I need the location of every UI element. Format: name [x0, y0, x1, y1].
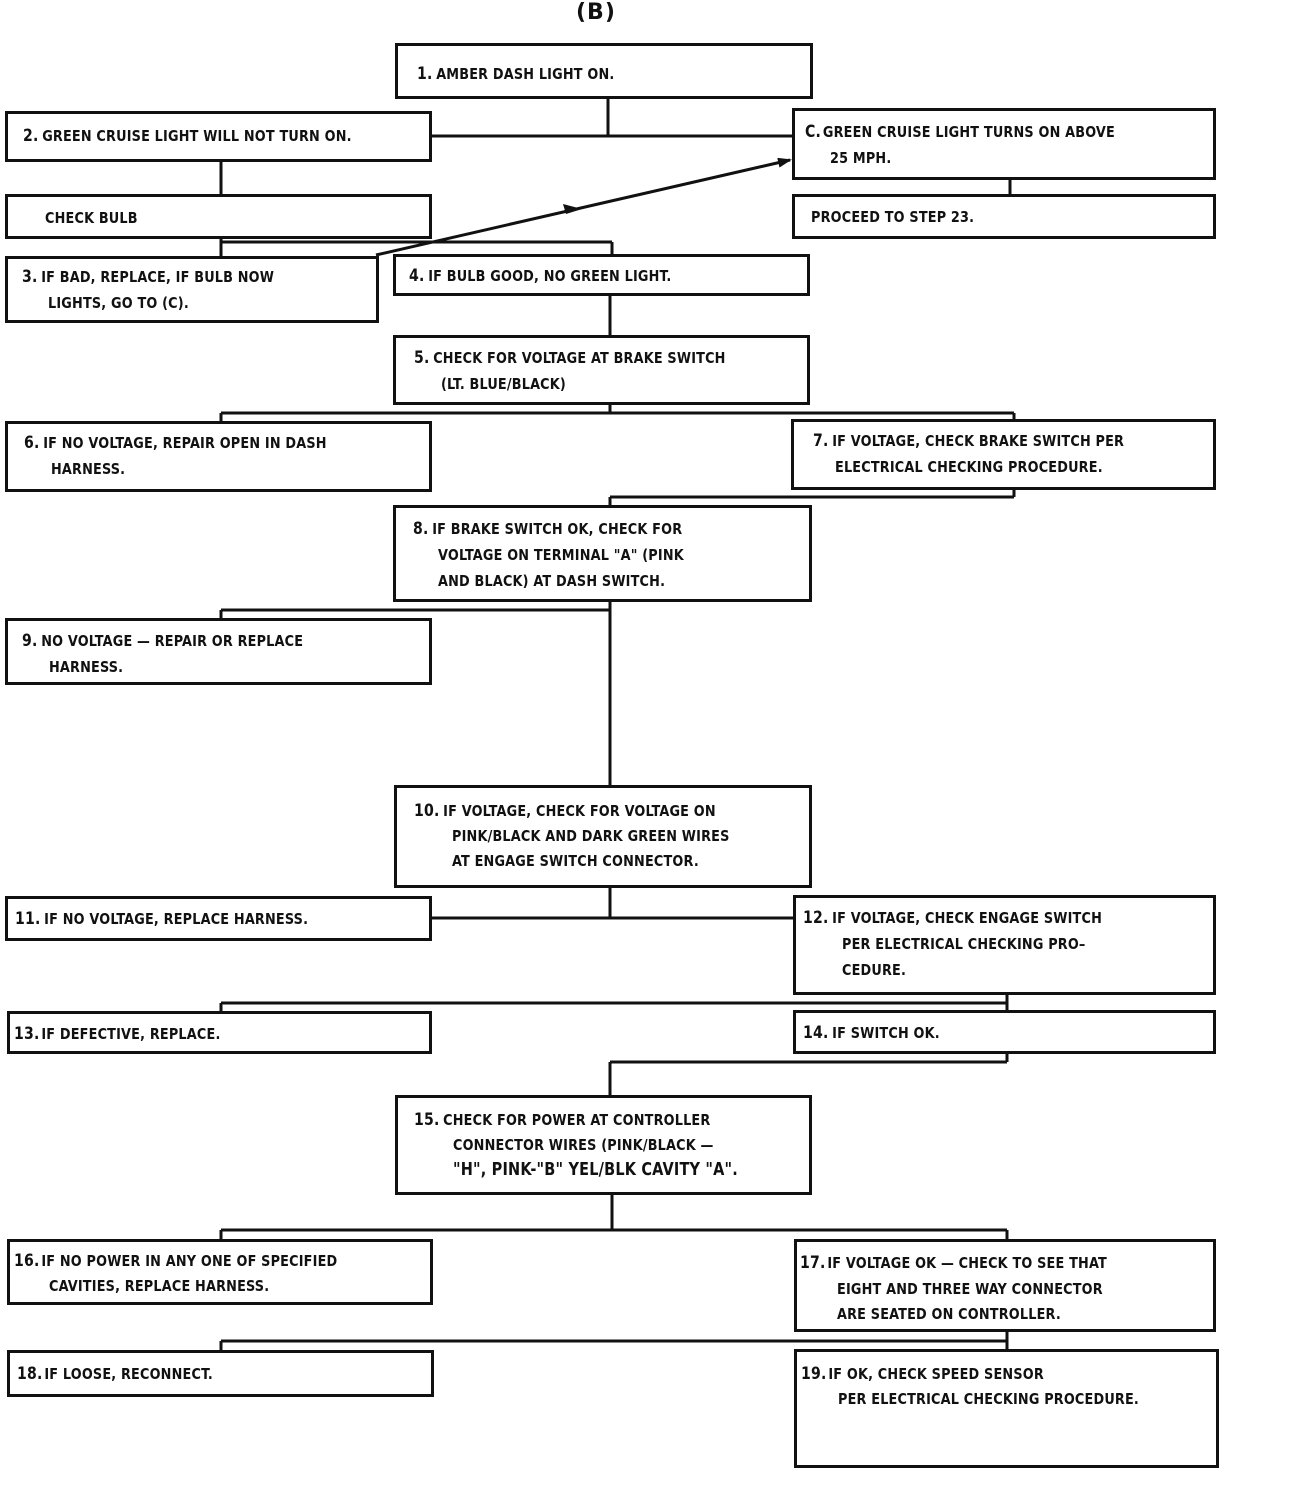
step-12-text-3: CEDURE.	[842, 961, 907, 979]
step-10-text-2: PINK/BLACK AND DARK GREEN WIRES	[452, 827, 730, 845]
step-19-box: 19.IF OK, CHECK SPEED SENSOR PER ELECTRI…	[794, 1349, 1219, 1468]
step-16-text-1: IF NO POWER IN ANY ONE OF SPECIFIED	[41, 1252, 338, 1270]
step-10-text-3: AT ENGAGE SWITCH CONNECTOR.	[452, 852, 699, 870]
step-7-text-2: ELECTRICAL CHECKING PROCEDURE.	[835, 458, 1103, 476]
step-11-text: IF NO VOLTAGE, REPLACE HARNESS.	[44, 910, 309, 928]
step-9-text-1: NO VOLTAGE — REPAIR OR REPLACE	[41, 632, 304, 650]
step-6-box: 6.IF NO VOLTAGE, REPAIR OPEN IN DASH HAR…	[5, 421, 432, 492]
step-number: 17.	[800, 1253, 826, 1273]
step-number: 9.	[22, 631, 38, 651]
step-9-box: 9.NO VOLTAGE — REPAIR OR REPLACE HARNESS…	[5, 618, 432, 685]
step-19-text-2: PER ELECTRICAL CHECKING PROCEDURE.	[838, 1390, 1139, 1408]
step-number: 8.	[413, 519, 429, 539]
step-12-box: 12.IF VOLTAGE, CHECK ENGAGE SWITCH PER E…	[793, 895, 1216, 995]
step-10-text-1: IF VOLTAGE, CHECK FOR VOLTAGE ON	[443, 802, 716, 820]
step-3-text-1: IF BAD, REPLACE, IF BULB NOW	[41, 268, 275, 286]
step-number: 19.	[801, 1364, 827, 1384]
step-12-text-2: PER ELECTRICAL CHECKING PRO–	[842, 935, 1086, 953]
step-number: 12.	[803, 908, 829, 928]
arrow-to-c	[375, 157, 792, 257]
step-number: 4.	[409, 266, 425, 286]
step-number: 2.	[23, 126, 39, 146]
step-number: 16.	[14, 1251, 40, 1271]
proceed-text: PROCEED TO STEP 23.	[811, 208, 975, 226]
step-number: 18.	[17, 1364, 43, 1384]
step-7-text-1: IF VOLTAGE, CHECK BRAKE SWITCH PER	[832, 432, 1125, 450]
step-8-text-3: AND BLACK) AT DASH SWITCH.	[438, 572, 666, 590]
step-8-text-1: IF BRAKE SWITCH OK, CHECK FOR	[432, 520, 683, 538]
step-1-text: AMBER DASH LIGHT ON.	[436, 65, 615, 83]
step-13-box: 13.IF DEFECTIVE, REPLACE.	[7, 1011, 432, 1054]
step-c-text-2: 25 MPH.	[830, 149, 892, 167]
step-17-text-3: ARE SEATED ON CONTROLLER.	[837, 1305, 1061, 1323]
step-18-box: 18.IF LOOSE, RECONNECT.	[7, 1350, 434, 1397]
step-6-text-1: IF NO VOLTAGE, REPAIR OPEN IN DASH	[43, 434, 327, 452]
step-15-text-2: CONNECTOR WIRES (PINK/BLACK —	[453, 1136, 714, 1154]
step-number: 6.	[24, 433, 40, 453]
step-2-text: GREEN CRUISE LIGHT WILL NOT TURN ON.	[42, 127, 352, 145]
step-16-text-2: CAVITIES, REPLACE HARNESS.	[49, 1277, 270, 1295]
diagram-title: (B)	[576, 0, 616, 25]
step-17-text-1: IF VOLTAGE OK — CHECK TO SEE THAT	[827, 1254, 1107, 1272]
step-4-box: 4.IF BULB GOOD, NO GREEN LIGHT.	[393, 254, 810, 296]
step-15-text-1: CHECK FOR POWER AT CONTROLLER	[443, 1111, 711, 1129]
step-9-text-2: HARNESS.	[49, 658, 124, 676]
step-5-text-1: CHECK FOR VOLTAGE AT BRAKE SWITCH	[433, 349, 726, 367]
step-10-box: 10.IF VOLTAGE, CHECK FOR VOLTAGE ON PINK…	[394, 785, 812, 888]
step-13-text: IF DEFECTIVE, REPLACE.	[41, 1025, 221, 1043]
step-7-box: 7.IF VOLTAGE, CHECK BRAKE SWITCH PER ELE…	[791, 419, 1216, 490]
step-14-box: 14.IF SWITCH OK.	[793, 1010, 1216, 1054]
step-16-box: 16.IF NO POWER IN ANY ONE OF SPECIFIED C…	[7, 1239, 433, 1305]
step-17-box: 17.IF VOLTAGE OK — CHECK TO SEE THAT EIG…	[794, 1239, 1216, 1332]
step-number: 10.	[414, 801, 440, 821]
check-bulb-text: CHECK BULB	[45, 209, 138, 227]
step-number: C.	[805, 122, 822, 142]
step-4-text: IF BULB GOOD, NO GREEN LIGHT.	[428, 267, 672, 285]
step-number: 7.	[813, 431, 829, 451]
proceed-box: PROCEED TO STEP 23.	[792, 194, 1216, 239]
step-2-box: 2.GREEN CRUISE LIGHT WILL NOT TURN ON.	[5, 111, 432, 162]
step-15-box: 15.CHECK FOR POWER AT CONTROLLER CONNECT…	[395, 1095, 812, 1195]
step-12-text-1: IF VOLTAGE, CHECK ENGAGE SWITCH	[832, 909, 1102, 927]
check-bulb-box: CHECK BULB	[5, 194, 432, 239]
step-19-text-1: IF OK, CHECK SPEED SENSOR	[828, 1365, 1044, 1383]
step-3-box: 3.IF BAD, REPLACE, IF BULB NOW LIGHTS, G…	[5, 256, 379, 323]
step-1-box: 1.AMBER DASH LIGHT ON.	[395, 43, 813, 99]
step-17-text-2: EIGHT AND THREE WAY CONNECTOR	[837, 1280, 1103, 1298]
step-18-text: IF LOOSE, RECONNECT.	[44, 1365, 213, 1383]
step-14-text: IF SWITCH OK.	[832, 1024, 940, 1042]
step-15-text-3: "H", PINK-"B" YEL/BLK CAVITY "A".	[453, 1160, 738, 1180]
step-number: 14.	[803, 1023, 829, 1043]
step-8-text-2: VOLTAGE ON TERMINAL "A" (PINK	[438, 546, 684, 564]
mid-arrowhead	[563, 204, 582, 214]
step-5-box: 5.CHECK FOR VOLTAGE AT BRAKE SWITCH (LT.…	[393, 335, 810, 405]
step-number: 1.	[417, 64, 433, 84]
step-number: 11.	[15, 909, 41, 929]
step-6-text-2: HARNESS.	[51, 460, 126, 478]
step-number: 3.	[22, 267, 38, 287]
step-8-box: 8.IF BRAKE SWITCH OK, CHECK FOR VOLTAGE …	[393, 505, 812, 602]
step-11-box: 11.IF NO VOLTAGE, REPLACE HARNESS.	[5, 896, 432, 941]
step-c-text-1: GREEN CRUISE LIGHT TURNS ON ABOVE	[822, 123, 1115, 141]
step-number: 15.	[414, 1110, 440, 1130]
step-3-text-2: LIGHTS, GO TO (C).	[48, 294, 189, 312]
step-number: 5.	[414, 348, 430, 368]
step-number: 13.	[14, 1024, 40, 1044]
step-c-box: C.GREEN CRUISE LIGHT TURNS ON ABOVE 25 M…	[792, 108, 1216, 180]
step-5-text-2: (LT. BLUE/BLACK)	[441, 375, 566, 393]
